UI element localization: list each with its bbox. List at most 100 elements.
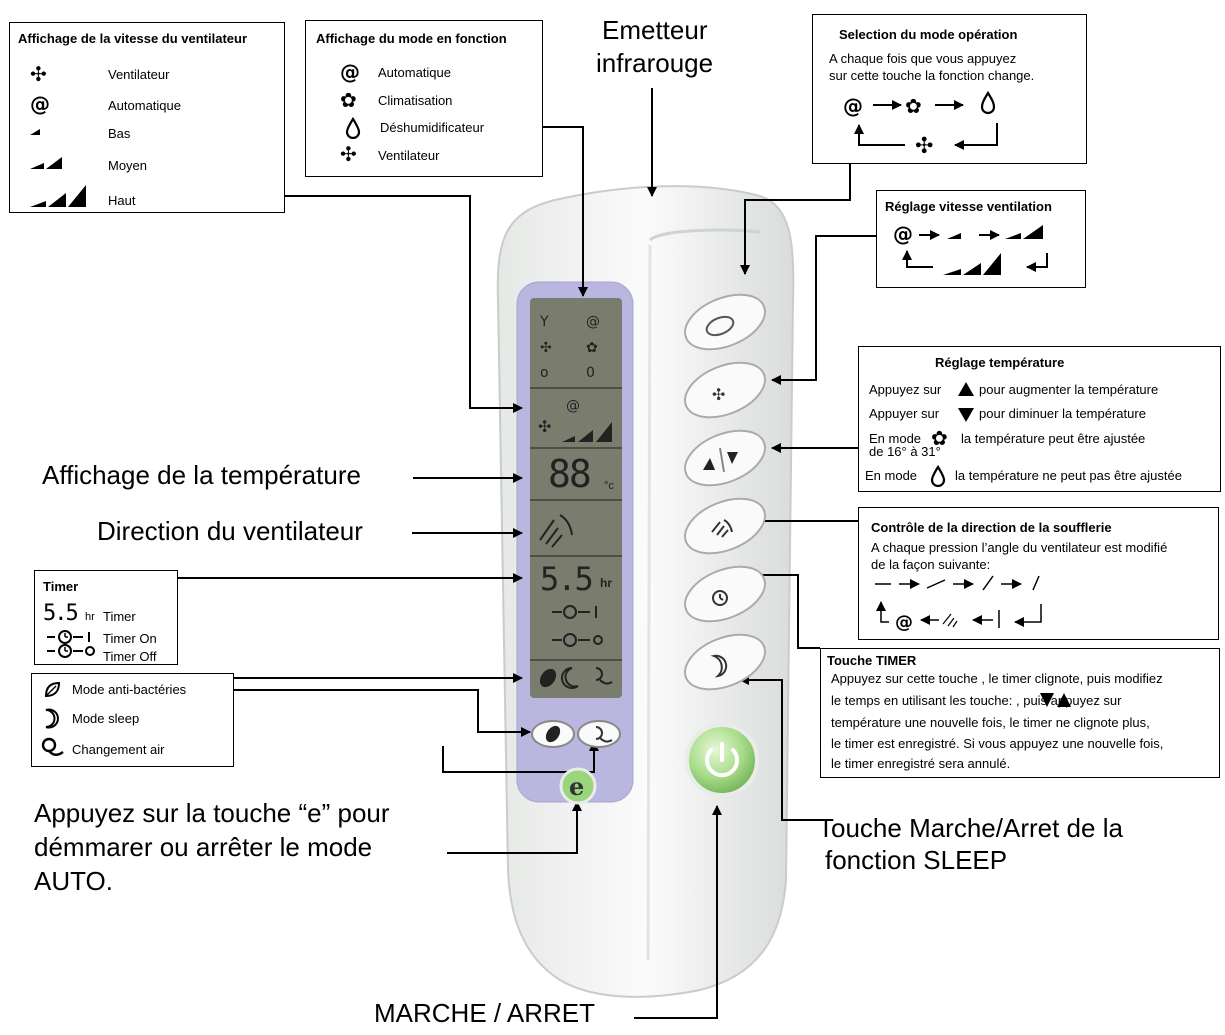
dehumidify-drop-icon [930, 465, 946, 487]
speed-medium-icon [1005, 233, 1021, 239]
fan-speed-item: Bas [108, 126, 131, 141]
fan-speed-display-box: Affichage de la vitesse du ventilateur ✣… [9, 22, 285, 213]
sleep-button-label-line1: Touche Marche/Arret de la [818, 813, 1123, 843]
e-button-label-line3: AUTO. [34, 866, 113, 896]
auto-swirl-icon: @ [340, 61, 360, 83]
power-button[interactable] [684, 722, 760, 798]
temp-down-text-b: pour diminuer la température [979, 406, 1146, 421]
mode-select-text: sur cette touche la fonction change. [829, 68, 1035, 83]
anti-bacteria-button[interactable] [530, 718, 576, 750]
svg-text:✣: ✣ [30, 63, 47, 85]
svg-text:@: @ [586, 314, 600, 330]
special-modes-box: Mode anti-bactéries Mode sleep Changemen… [31, 673, 234, 767]
timer-unit: hr [85, 611, 95, 623]
cooling-flower-icon: ✿ [905, 94, 922, 118]
timer-key-text: Appuyez sur cette touche , le timer clig… [831, 671, 1163, 686]
fan-speed-item: Moyen [108, 158, 148, 173]
timer-item: Timer On [103, 631, 157, 646]
direction-text: de la façon suivante: [871, 557, 991, 572]
timer-item: Timer Off [103, 649, 157, 664]
power-label: MARCHE / ARRET [374, 998, 596, 1028]
direction-text: A chaque pression l’angle du ventilateur… [871, 540, 1168, 555]
emitter-label-line2: infrarouge [596, 48, 714, 78]
fan-icon: ✣ [30, 63, 47, 85]
speed-high-icon [943, 269, 961, 275]
mode-item: Automatique [378, 65, 451, 80]
lcd-temperature-unit: °c [604, 480, 614, 492]
speed-low-icon [30, 129, 40, 135]
svg-text:e: e [569, 772, 584, 801]
lcd-screen [530, 298, 622, 698]
direction-cycle-diagram: @ [875, 575, 1042, 632]
mode-box-title: Affichage du mode en fonction [316, 31, 507, 46]
svg-text:@: @ [30, 93, 50, 115]
e-button-label-line2: démmarer ou arrêter le mode [34, 832, 373, 862]
fan-speed-item: Ventilateur [108, 67, 170, 82]
fan-speed-item: Haut [108, 193, 136, 208]
e-auto-button[interactable]: e [558, 766, 598, 806]
speed-medium-icon [30, 157, 62, 169]
svg-text:o: o [540, 365, 549, 381]
speed-high-icon [30, 185, 86, 207]
special-mode-item: Mode sleep [72, 711, 140, 726]
timer-off-icon [47, 644, 95, 658]
fan-speed-item: Automatique [108, 98, 181, 113]
temp-up-text-a: Appuyez sur [869, 382, 942, 397]
timer-key-text: le temps en utilisant les touche: , puis… [831, 693, 1122, 708]
mode-button[interactable] [680, 290, 770, 354]
auto-swirl-icon: @ [895, 612, 913, 632]
speed-cycle-diagram: @ [893, 222, 1048, 275]
lcd-temperature: 88 [548, 452, 592, 496]
fan-speed-button[interactable]: ✣ [680, 358, 770, 422]
triangle-down-icon [958, 408, 974, 422]
temp-up-text-b: pour augmenter la température [979, 382, 1159, 397]
mode-selection-box: Selection du mode opération A chaque foi… [812, 14, 1087, 164]
auto-swirl-icon: @ [893, 222, 913, 246]
lcd-timer-unit: hr [600, 576, 612, 590]
mode-cycle-diagram: @ ✿ ✣ [843, 90, 998, 159]
timer-item: Timer [103, 609, 136, 624]
temp-cool-text-b: la température peut être ajustée [961, 431, 1146, 446]
leaf-icon [44, 681, 61, 698]
temp-down-text-a: Appuyer sur [869, 406, 940, 421]
fan-icon: ✣ [915, 134, 933, 159]
timer-key-text: température une nouvelle fois, le timer … [831, 715, 1150, 730]
moon-icon [45, 708, 59, 729]
fan-speed-box-title: Affichage de la vitesse du ventilateur [18, 31, 248, 46]
temp-dry-text-b: la température ne peut pas être ajustée [955, 468, 1182, 483]
auto-swirl-icon: @ [843, 94, 863, 118]
svg-text:✿: ✿ [586, 340, 598, 356]
timer-button[interactable] [680, 562, 770, 626]
svg-text:✣: ✣ [340, 143, 357, 165]
timer-key-title: Touche TIMER [827, 653, 917, 668]
timer-display-box: Timer 5.5 hr Timer Timer On Timer Off [34, 570, 178, 665]
timer-on-icon [47, 630, 90, 644]
svg-text:✣: ✣ [540, 340, 552, 356]
air-direction-button[interactable] [680, 494, 770, 558]
triangle-up-icon [958, 382, 974, 396]
temp-dry-text-a: En mode [865, 468, 918, 483]
sleep-button-label-line2: fonction SLEEP [825, 845, 1008, 875]
dehumidify-drop-icon [980, 90, 996, 115]
fan-speed-setting-box: Réglage vitesse ventilation @ [876, 190, 1086, 288]
temp-cool-range: de 16° à 31° [869, 444, 941, 459]
mode-item: Déshumidificateur [380, 120, 485, 135]
svg-text:✣: ✣ [712, 385, 725, 404]
air-change-button[interactable] [576, 718, 622, 750]
auto-swirl-icon: @ [30, 93, 50, 115]
cooling-flower-icon: ✿ [931, 427, 948, 449]
timer-box-title: Timer [43, 579, 79, 594]
speed-low-icon [947, 233, 961, 239]
sleep-button[interactable] [680, 630, 770, 694]
timer-key-box: Touche TIMER Appuyez sur cette touche , … [820, 648, 1220, 778]
mode-item: Climatisation [378, 93, 453, 108]
fan-direction-label: Direction du ventilateur [97, 516, 363, 546]
e-button-label-line1: Appuyez sur la touche “e” pour [34, 798, 390, 828]
svg-text:0: 0 [586, 365, 595, 381]
temperature-up-down-button[interactable] [680, 426, 770, 490]
timer-digits: 5.5 [43, 601, 79, 626]
mode-select-text: A chaque fois que vous appuyez [829, 51, 1017, 66]
svg-text:✣: ✣ [538, 417, 551, 436]
air-change-icon [41, 737, 64, 756]
mode-item: Ventilateur [378, 148, 440, 163]
